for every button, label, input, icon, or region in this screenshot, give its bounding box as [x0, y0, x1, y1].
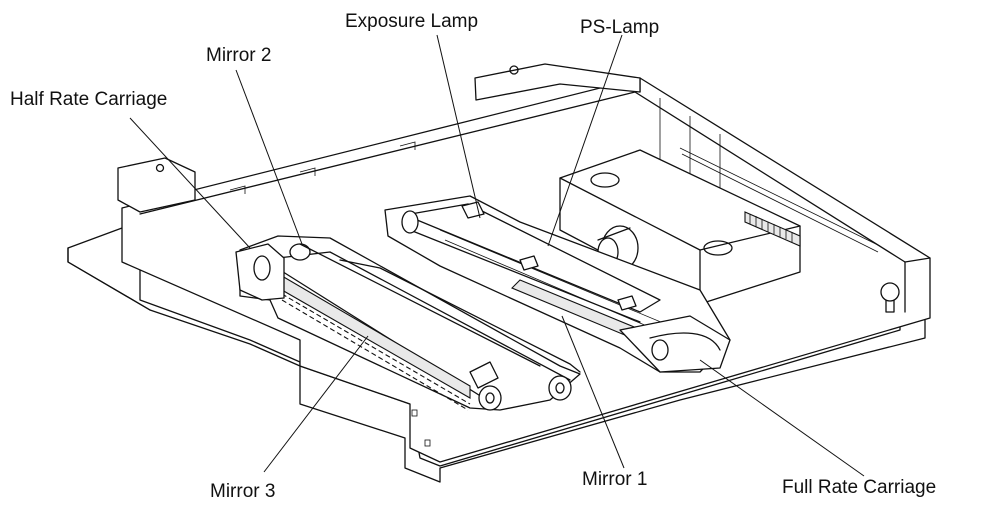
base-plate — [67, 227, 926, 483]
label-full-rate-carriage: Full Rate Carriage — [782, 477, 937, 498]
half-rate-carriage — [235, 235, 581, 411]
label-mirror-1: Mirror 1 — [582, 469, 648, 490]
full-rate-carriage — [384, 195, 731, 373]
leader-half-rate-carriage — [129, 117, 251, 249]
label-mirror-3: Mirror 3 — [210, 481, 276, 502]
label-mirror-2: Mirror 2 — [206, 45, 272, 66]
leader-mirror-3 — [263, 335, 369, 473]
leader-exposure-lamp — [436, 34, 481, 219]
leader-ps-lamp — [547, 34, 623, 247]
leader-mirror-2 — [235, 69, 303, 245]
leader-mirror-1 — [561, 315, 625, 469]
leader-lines — [129, 34, 865, 477]
label-ps-lamp: PS-Lamp — [580, 17, 660, 38]
leader-full-rate-carriage — [699, 359, 865, 477]
label-exposure-lamp: Exposure Lamp — [345, 11, 479, 32]
label-half-rate-carriage: Half Rate Carriage — [10, 89, 168, 110]
